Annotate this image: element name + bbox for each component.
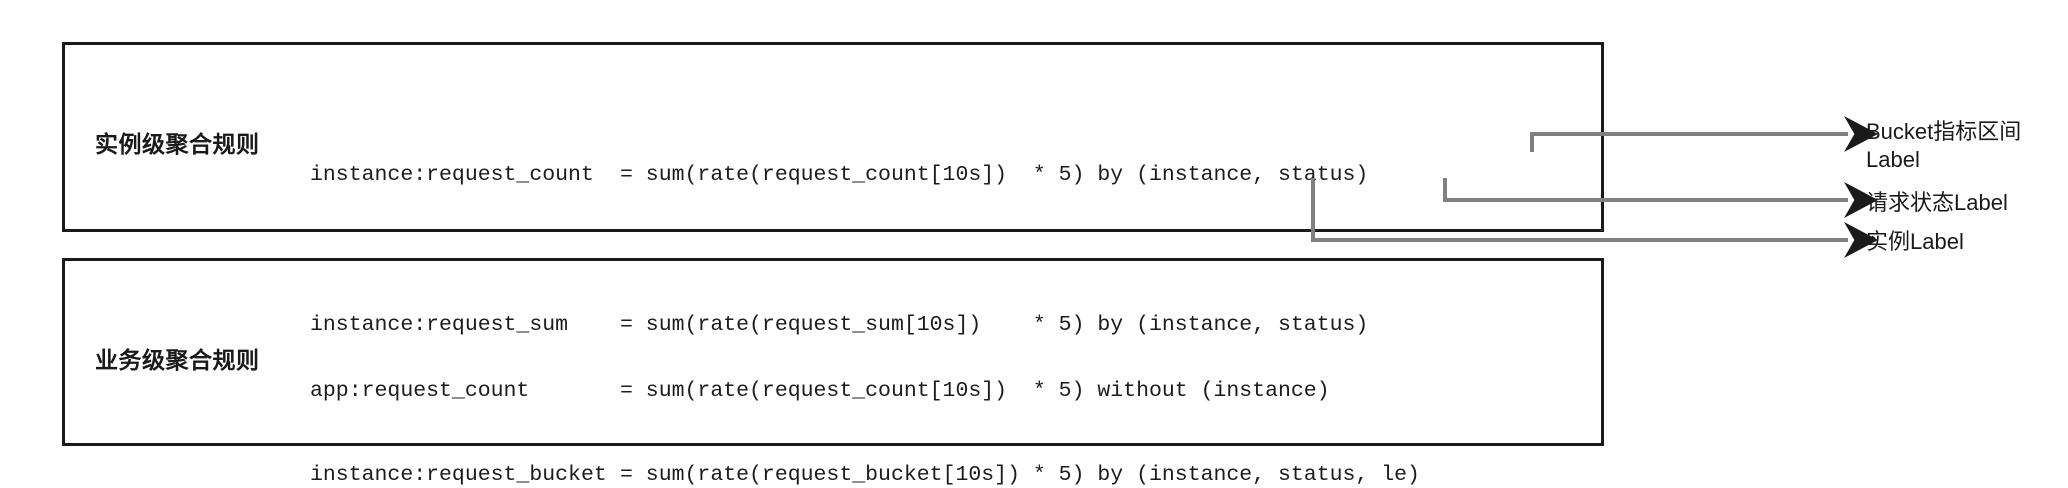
rule-name: instance:request_bucket: [310, 463, 607, 487]
rule-expression: = sum(rate(request_count[10s]) * 5) by (…: [620, 163, 1369, 187]
rule-name: app:request_count: [310, 379, 530, 403]
rule-name: instance:request_sum: [310, 313, 569, 337]
instance-rules-box-label: 实例级聚合规则: [95, 131, 260, 157]
rule-row: instance:request_count = sum(rate(request…: [310, 150, 1420, 200]
rule-expression: = sum(rate(request_sum[10s]) * 5) by (in…: [620, 313, 1369, 337]
app-rules-box-label: 业务级聚合规则: [95, 347, 260, 373]
rule-name: instance:request_count: [310, 163, 594, 187]
app-rules-list: app:request_count = sum(rate(request_coun…: [310, 266, 1330, 488]
rule-row: app:request_count = sum(rate(request_coun…: [310, 366, 1330, 416]
app-rules-box: [62, 258, 1604, 446]
annotation-bucket-label: Bucket指标区间 Label: [1866, 119, 2022, 172]
rule-row: instance:request_sum = sum(rate(request_s…: [310, 300, 1420, 350]
annotation-instance-label: 实例Label: [1866, 229, 1964, 254]
rule-row: instance:request_bucket = sum(rate(reques…: [310, 450, 1420, 488]
annotation-status-label: 请求状态Label: [1866, 190, 2008, 215]
instance-rules-list: instance:request_count = sum(rate(request…: [310, 50, 1420, 488]
rule-expression: = sum(rate(request_count[10s]) * 5) with…: [620, 379, 1330, 403]
rule-expression: = sum(rate(request_bucket[10s]) * 5) by …: [620, 463, 1420, 487]
